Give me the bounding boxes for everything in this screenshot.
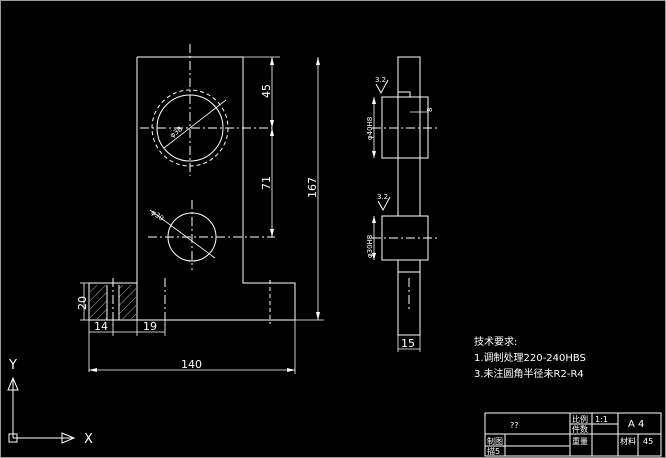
arrow: [270, 229, 274, 237]
weight-label: 重量: [572, 436, 588, 446]
large-dia-label: φ38: [168, 125, 184, 140]
ucs-icon: Y X: [7, 358, 93, 447]
dim-20: 20: [76, 296, 89, 310]
title-block: ?? 比例 1:1 件数 A 4 重量 材料 45 制图 描5: [484, 412, 662, 457]
notes-line-2: 3.未注圆角半径未R2-R4: [474, 367, 584, 380]
arrow: [372, 97, 376, 104]
roughness-lower: 3.2: [377, 193, 388, 201]
dim-167: 167: [306, 177, 319, 198]
roughness-icon: [377, 196, 391, 212]
dim-19: 19: [143, 320, 157, 333]
large-hole-leader: [163, 99, 227, 149]
foot-hatch-right: [119, 285, 136, 319]
chamfer-label: 8: [426, 108, 434, 112]
dim-15: 15: [401, 337, 415, 350]
arrow: [270, 57, 274, 65]
arrow: [316, 57, 320, 65]
arrow: [372, 253, 376, 260]
arrow: [89, 368, 97, 372]
arrow: [270, 128, 274, 136]
bore-upper-label: φ40H8: [366, 117, 374, 140]
count-label: 件数: [572, 424, 588, 434]
side-view: φ40H8 φ30H8 3.2 3.2 8 15: [366, 56, 438, 352]
dim-14: 14: [94, 320, 108, 333]
dim-45: 45: [260, 84, 273, 98]
dim-71: 71: [260, 176, 273, 190]
ucs-x-arrow: [61, 432, 76, 444]
roughness-upper: 3.2: [375, 76, 386, 84]
ucs-y-label: Y: [8, 358, 17, 373]
technical-notes: 技术要求: 1.调制处理220-240HBS 3.未注圆角半径未R2-R4: [474, 335, 586, 380]
part-name: ??: [510, 421, 519, 430]
check-label: 描5: [487, 446, 500, 456]
arrow: [270, 120, 274, 128]
ucs-origin-box: [8, 433, 18, 443]
sheet-size: A 4: [628, 419, 644, 430]
ucs-y-arrow: [7, 376, 19, 391]
front-view: φ38 φ30 45 71 167 20 14 19: [76, 44, 324, 374]
material-label: 材料: [620, 436, 636, 446]
lower-bore-chamfer: [397, 260, 421, 273]
drawn-label: 制图: [487, 436, 503, 446]
arrow: [316, 312, 320, 320]
scale-value: 1:1: [595, 415, 608, 424]
scale-label: 比例: [572, 414, 588, 424]
upper-bore: [381, 96, 429, 159]
bore-lower-label: φ30H8: [366, 235, 374, 258]
foot-hatch-left: [90, 285, 107, 319]
ucs-x-label: X: [84, 432, 93, 447]
notes-title: 技术要求:: [474, 335, 517, 348]
side-middle-section: [397, 157, 421, 217]
arrow: [372, 216, 376, 223]
side-upper-section: [397, 56, 421, 159]
upper-bore-chamfer: [397, 91, 411, 97]
lower-bore: [381, 215, 429, 261]
notes-line-1: 1.调制处理220-240HBS: [474, 351, 586, 364]
arrow: [372, 151, 376, 158]
small-hole-leader: [149, 209, 216, 259]
roughness-icon: [375, 79, 389, 95]
material-value: 45: [643, 437, 653, 446]
dim-140: 140: [181, 358, 202, 371]
side-foot: [397, 271, 421, 336]
small-dia-label: φ30: [149, 208, 165, 222]
arrow: [287, 368, 295, 372]
